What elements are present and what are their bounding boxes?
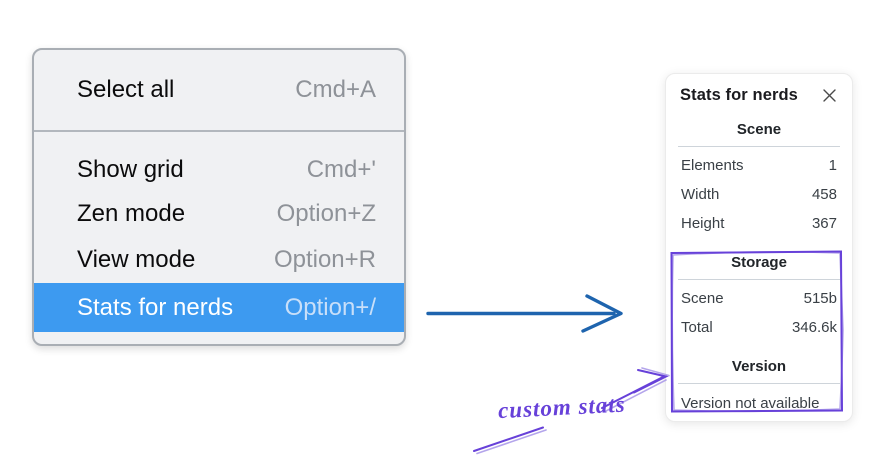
stat-row-height: Height 367 (678, 209, 840, 238)
menu-item-zen-mode[interactable]: Zen mode Option+Z (34, 192, 404, 236)
stat-label: Total (681, 319, 713, 336)
menu-item-label: Stats for nerds (77, 293, 234, 321)
custom-stats-annotation-label: custom stats (497, 391, 627, 424)
stat-value: 346.6k (791, 319, 837, 336)
menu-section: Show grid Cmd+' Zen mode Option+Z View m… (34, 132, 404, 332)
menu-item-label: View mode (77, 245, 196, 273)
stat-value: 515b (803, 290, 837, 307)
menu-item-shortcut: Cmd+A (295, 76, 376, 103)
section-divider (678, 383, 840, 384)
menu-item-select-all[interactable]: Select all Cmd+A (34, 50, 404, 130)
storage-section-heading: Storage (731, 254, 787, 271)
stats-for-nerds-panel: Stats for nerds Scene Elements 1 Width 4… (665, 73, 853, 422)
version-section-heading: Version (731, 358, 787, 375)
menu-item-label: Show grid (77, 156, 184, 183)
menu-item-shortcut: Option+Z (276, 200, 376, 227)
stat-row-elements: Elements 1 (678, 151, 840, 180)
stat-value: 458 (811, 186, 837, 203)
menu-item-show-grid[interactable]: Show grid Cmd+' (34, 148, 404, 192)
stat-value: 1 (828, 157, 837, 174)
menu-item-label: Zen mode (77, 200, 186, 227)
menu-item-view-mode[interactable]: View mode Option+R (34, 236, 404, 283)
stats-panel-header: Stats for nerds (678, 86, 840, 105)
stats-panel-title: Stats for nerds (680, 86, 798, 104)
scene-section-heading: Scene (736, 121, 782, 138)
stat-row-scene-storage: Scene 515b (678, 284, 840, 313)
stat-row-width: Width 458 (678, 180, 840, 209)
stat-label: Width (681, 186, 720, 203)
blue-arrow (426, 294, 623, 333)
stat-row-total-storage: Total 346.6k (678, 313, 840, 342)
section-divider (678, 279, 840, 280)
menu-item-shortcut: Option+/ (284, 293, 376, 321)
stat-label: Height (681, 215, 725, 232)
menu-item-shortcut: Option+R (273, 245, 376, 273)
menu-item-label: Select all (77, 76, 175, 103)
section-divider (678, 146, 840, 147)
menu-item-stats-for-nerds[interactable]: Stats for nerds Option+/ (34, 283, 404, 332)
stat-label: Scene (681, 290, 724, 307)
context-menu: Select all Cmd+A Show grid Cmd+' Zen mod… (32, 48, 406, 346)
menu-divider (34, 130, 404, 132)
stat-label: Elements (681, 157, 744, 174)
stat-value: 367 (811, 215, 837, 232)
close-icon[interactable] (820, 87, 838, 105)
version-status-text: Version not available (681, 395, 820, 412)
menu-item-shortcut: Cmd+' (306, 156, 376, 183)
